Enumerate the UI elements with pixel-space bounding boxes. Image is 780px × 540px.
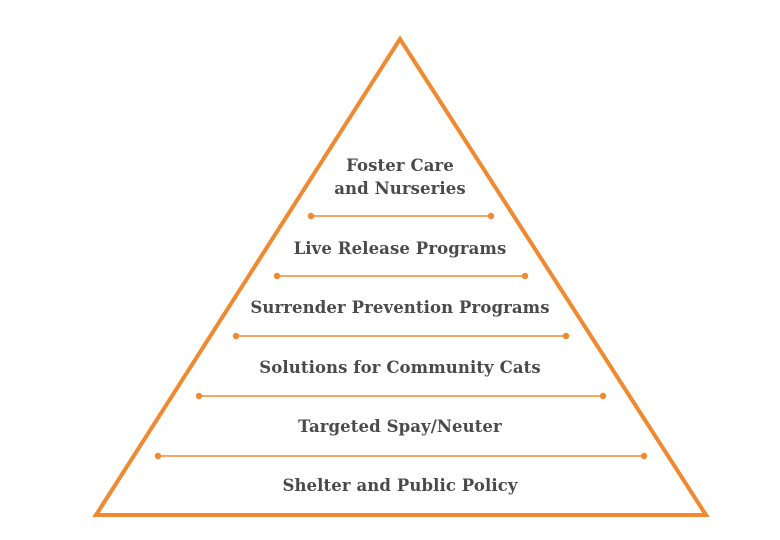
tier-label-public-policy: Shelter and Public Policy bbox=[282, 476, 518, 495]
pyramid-outline bbox=[92, 35, 710, 517]
divider-4-right-dot bbox=[599, 392, 607, 400]
tier-label-spay-neuter: Targeted Spay/Neuter bbox=[298, 417, 502, 436]
tier-label-live-release: Live Release Programs bbox=[293, 239, 507, 258]
divider-2 bbox=[273, 272, 529, 280]
tier-label-surrender-prevention: Surrender Prevention Programs bbox=[250, 298, 550, 317]
divider-5 bbox=[154, 452, 648, 460]
tier-label-foster-care: Foster Care and Nurseries bbox=[334, 156, 466, 198]
divider-3-right-dot bbox=[562, 332, 570, 340]
divider-1-left-dot bbox=[307, 212, 315, 220]
divider-5-left-dot bbox=[154, 452, 162, 460]
divider-1-right-dot bbox=[487, 212, 495, 220]
divider-4 bbox=[195, 392, 607, 400]
divider-2-right-dot bbox=[521, 272, 529, 280]
divider-3 bbox=[232, 332, 570, 340]
divider-1 bbox=[307, 212, 495, 220]
divider-3-left-dot bbox=[232, 332, 240, 340]
divider-5-right-dot bbox=[640, 452, 648, 460]
tier-label-community-cats: Solutions for Community Cats bbox=[259, 358, 541, 377]
divider-2-left-dot bbox=[273, 272, 281, 280]
divider-4-left-dot bbox=[195, 392, 203, 400]
